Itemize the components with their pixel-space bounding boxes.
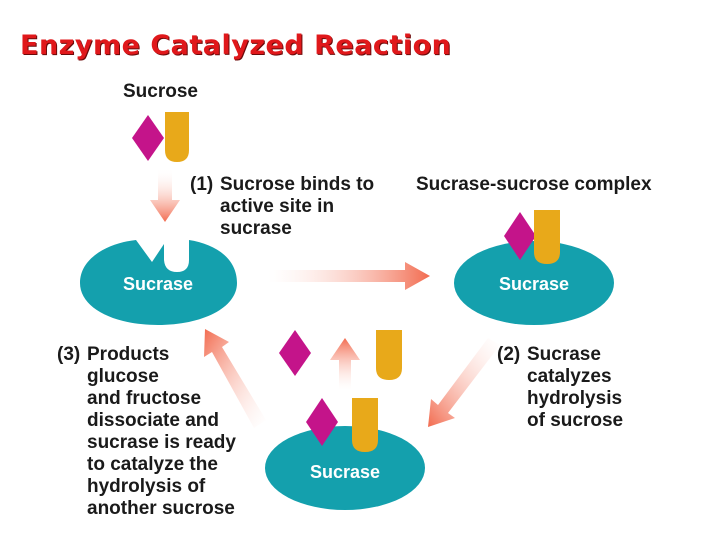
step-3-line: glucose: [87, 366, 159, 387]
enzyme-label-right: Sucrase: [499, 274, 569, 294]
step-2-line: Sucrase: [527, 344, 601, 365]
enzyme-body-bottom: [265, 426, 425, 510]
step-2-line: of sucrose: [527, 410, 624, 431]
page-title: Enzyme Catalyzed Reaction: [20, 30, 452, 61]
step-3-number: (3): [57, 344, 81, 365]
enzyme-bottom: Sucrase: [265, 398, 425, 510]
step-3-line: hydrolysis of: [87, 476, 206, 497]
arrow-bind-down: [150, 168, 180, 222]
step-2-line: catalyzes: [527, 366, 612, 387]
enzyme-label-bottom: Sucrase: [310, 462, 380, 482]
step-2-number: (2): [497, 344, 521, 365]
sucrose-molecule: [132, 112, 189, 162]
step-3-line: Products: [87, 344, 170, 365]
arrow-catalyze: [428, 338, 500, 427]
step-1-number: (1): [190, 174, 214, 195]
sucrose-label: Sucrose: [123, 81, 198, 102]
complex-label: Sucrase-sucrose complex: [416, 174, 652, 195]
bottom-fructose-tab: [352, 398, 378, 452]
bottom-glucose-diamond: [306, 398, 338, 446]
enzyme-body-left: [80, 240, 237, 325]
fructose-tab: [165, 112, 189, 162]
arrow-recycle: [204, 329, 266, 428]
released-fructose-tab: [376, 330, 402, 380]
step-3-line: and fructose: [87, 388, 202, 409]
complex-glucose-diamond: [504, 212, 536, 260]
step-3-line: another sucrose: [87, 498, 235, 519]
enzyme-body-right: [454, 241, 614, 325]
step-1-line: Sucrose binds to: [220, 174, 375, 195]
enzyme-complex: Sucrase: [454, 210, 614, 325]
step-1-line: sucrase: [220, 218, 292, 239]
released-glucose-diamond: [279, 330, 311, 376]
complex-fructose-tab: [534, 210, 560, 264]
enzyme-label-left: Sucrase: [123, 274, 193, 294]
step-3-line: to catalyze the: [87, 454, 218, 475]
glucose-diamond: [132, 115, 164, 161]
step-1-line: active site in: [220, 196, 335, 217]
enzyme-left: Sucrase: [80, 240, 237, 325]
step-3-line: dissociate and: [87, 410, 219, 431]
step-2-line: hydrolysis: [527, 388, 623, 409]
step-3-line: sucrase is ready: [87, 432, 236, 453]
arrow-release-up: [330, 338, 360, 390]
arrow-complex-right: [268, 262, 430, 290]
